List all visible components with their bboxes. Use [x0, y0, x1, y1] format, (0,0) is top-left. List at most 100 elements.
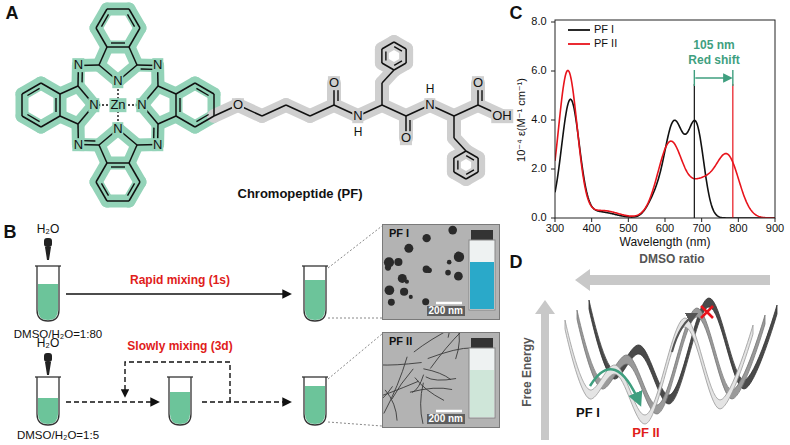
axis-title: Wavelength (nm) [620, 236, 711, 249]
bond-line [129, 163, 140, 182]
vial-glass [469, 240, 495, 310]
bond-line [477, 158, 479, 172]
zoom-leader [328, 422, 382, 426]
bond-line [454, 151, 466, 158]
tube-rim [302, 376, 328, 377]
nanoparticle [385, 285, 395, 295]
shift-label: 105 nm [693, 39, 734, 52]
process-label: Slowly mixing (3d) [127, 340, 232, 353]
legend-line [568, 43, 590, 45]
axis-tick [775, 218, 776, 222]
process-label: Rapid mixing (1s) [130, 274, 230, 287]
nanoparticle [422, 298, 429, 305]
nanoparticle [447, 260, 452, 265]
nanofiber [421, 383, 424, 424]
atom-label: O [472, 76, 484, 90]
double-bond-line [101, 183, 108, 195]
shift-arrow [695, 77, 731, 79]
atom-label: N [152, 59, 163, 73]
axis-tick [701, 218, 702, 222]
axis-tick [551, 22, 555, 23]
ratio-arrow [575, 269, 770, 291]
nanofiber [428, 348, 472, 359]
double-bond-line [82, 140, 95, 142]
nanoparticle [400, 288, 408, 296]
axis-title: 10⁻⁴ ε(M⁻¹ cm⁻¹) [516, 78, 528, 162]
bond-line [60, 86, 78, 94]
axis-tick [551, 169, 555, 170]
nanofiber [456, 333, 460, 359]
bond-line [59, 94, 61, 116]
plot-frame [555, 20, 775, 218]
tube-liquid [38, 398, 58, 424]
test-tube [304, 377, 326, 425]
ratio-label: DMSO/H₂O=1:5 [17, 429, 99, 441]
axis-tick [628, 218, 629, 222]
dropper-bulb [44, 353, 52, 362]
peak-marker [694, 84, 695, 218]
bond-line [21, 94, 23, 116]
bond-line [381, 49, 383, 63]
bond-line [262, 105, 286, 116]
tick-label: 700 [692, 223, 710, 235]
repeat-loop [125, 362, 230, 402]
bond-line [107, 46, 129, 48]
slow-arrow [66, 401, 158, 403]
atom-label: OH [491, 109, 513, 123]
tem-background [383, 225, 499, 319]
tube-liquid [170, 392, 190, 424]
tem-panel: PF I200 nm [382, 224, 500, 320]
state-label: PF I [576, 406, 600, 420]
transition-arrow [590, 369, 640, 404]
bond-line [453, 116, 455, 138]
nanoparticle [388, 299, 395, 306]
bond-line [382, 42, 394, 49]
bond-line [176, 83, 195, 94]
landscape-ribbon [565, 318, 753, 424]
tube-liquid [305, 280, 325, 320]
slow-arrow [202, 401, 290, 403]
axis-tick [551, 218, 555, 219]
bond-line [310, 105, 334, 116]
axis-title: DMSO ratio [639, 253, 704, 266]
tem-panel: PF II200 nm [382, 332, 500, 428]
nanofiber [426, 377, 456, 380]
zoom-leader [328, 334, 382, 379]
bond-line [99, 145, 107, 163]
bond-line [454, 105, 478, 116]
mixing-scheme [35, 226, 382, 426]
rapid-arrow [66, 293, 290, 295]
macrocycle-highlight [41, 83, 60, 94]
tube-liquid [305, 386, 325, 424]
double-bond-line [27, 88, 39, 95]
bond-line [454, 172, 466, 179]
peptide-highlight [382, 42, 394, 49]
atom-label: N [73, 138, 84, 152]
peptide-highlight [454, 151, 466, 158]
zoom-leader [328, 318, 382, 319]
plot-area [555, 70, 775, 218]
test-tube [304, 266, 326, 321]
atom-label: Zn [109, 98, 126, 112]
tick-label: 0.0 [531, 212, 546, 224]
atom-label: N [424, 98, 435, 112]
nanoparticle [426, 267, 432, 273]
test-tube [169, 377, 191, 425]
double-bond-line [128, 14, 135, 26]
nanofiber [414, 333, 456, 352]
test-tube [37, 377, 59, 425]
bond-line [454, 138, 466, 151]
bond-line [175, 94, 177, 116]
atom-label: H [426, 83, 435, 96]
bond-line [381, 83, 383, 105]
bond-line [158, 86, 176, 94]
shift-label: Red shift [688, 54, 739, 67]
vial-cap [471, 338, 493, 348]
vial-liquid [470, 370, 494, 417]
bond-line [107, 200, 129, 202]
block-cross [701, 306, 713, 318]
nanoparticle [409, 295, 413, 299]
double-bond-line [466, 156, 474, 160]
tick-label: 300 [546, 223, 564, 235]
legend-label: PF I [594, 24, 614, 36]
